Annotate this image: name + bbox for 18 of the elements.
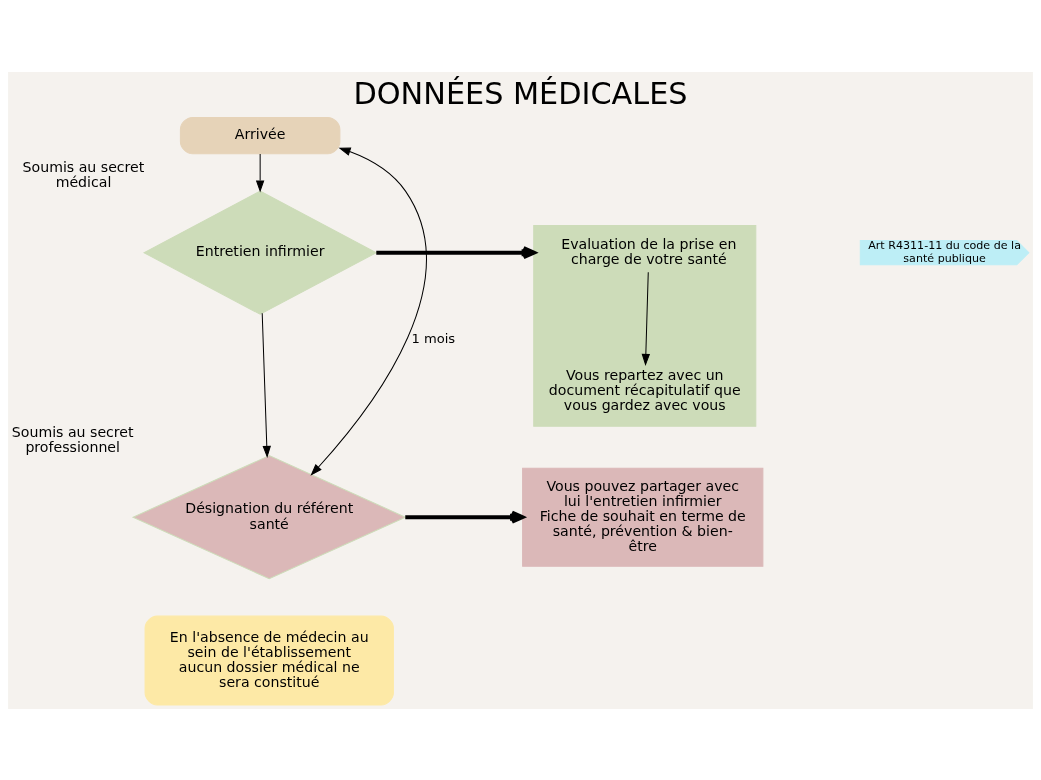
node-box: Vous pouvez partager avec lui l'entretien infirmier Fiche de souhait en terme de santé, prévention & bien- être (522, 467, 764, 567)
arrow (405, 510, 525, 524)
node-diamond: Désignation du référent santé (131, 454, 407, 579)
node-text: Vous repartez avec un document récapitulatif que vous gardez avec vous (548, 366, 741, 413)
arrow (376, 245, 536, 259)
edge-label: 1 mois (411, 330, 456, 346)
node-box: En l'absence de médecin au sein de l'établissement aucun dossier médical ne sera constitué (144, 615, 394, 705)
arrow (261, 312, 272, 458)
node-box: Arrivée (179, 116, 341, 154)
arrow (641, 271, 651, 366)
node-diamond: Entretien infirmier (142, 190, 378, 315)
diagram-title: DONNÉES MÉDICALES (353, 75, 688, 111)
node-label: Soumis au secret médical (22, 158, 145, 190)
arrow (255, 153, 265, 192)
node-text: Evaluation de la prise en charge de votre santé (561, 235, 737, 267)
arrow (310, 147, 427, 476)
cluster (533, 224, 757, 427)
node-label: Soumis au secret professionnel (11, 423, 134, 455)
